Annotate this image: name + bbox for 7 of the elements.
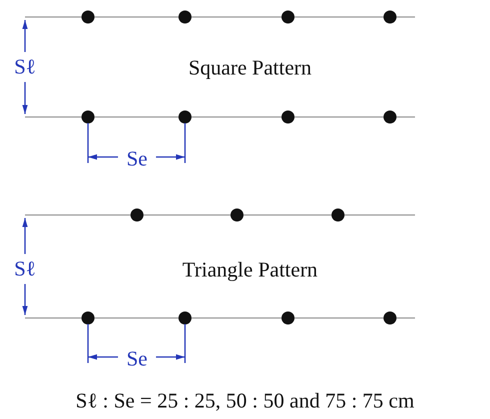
dimension-label: Se: [126, 348, 148, 370]
caption: Sℓ : Se = 25 : 25, 50 : 50 and 75 : 75 cm: [76, 390, 414, 412]
dimension-label: Sℓ: [14, 258, 36, 280]
dimension-label: Se: [126, 148, 148, 170]
pattern-title: Square Pattern: [188, 58, 312, 78]
pattern-title: Triangle Pattern: [182, 260, 318, 280]
dimension-label: Sℓ: [14, 56, 36, 78]
